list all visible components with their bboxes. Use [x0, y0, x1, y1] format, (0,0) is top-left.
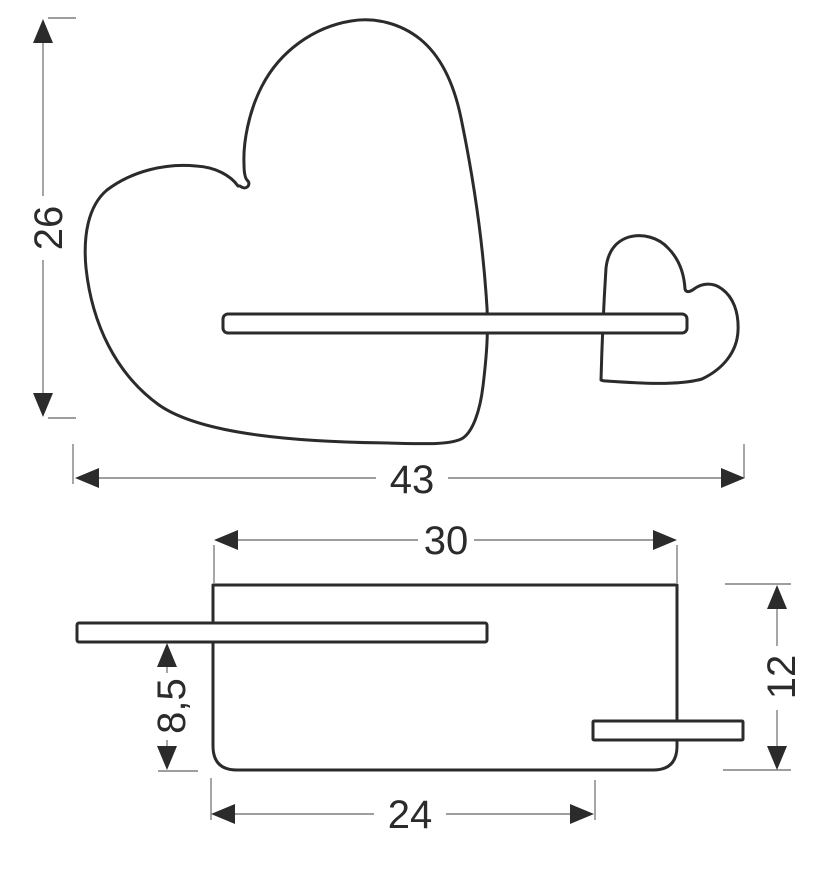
lamp-body-outline [211, 583, 679, 772]
dim-label-43: 43 [390, 458, 435, 502]
dim-bottom-width-24: 24 [210, 778, 596, 837]
mount-bar-side [591, 719, 745, 742]
dim-label-8-5: 8,5 [150, 678, 194, 734]
dim-shelf-offset-8-5: 8,5 [150, 643, 198, 772]
large-heart-outline [83, 18, 489, 446]
dim-height-26: 26 [27, 17, 76, 419]
dim-width-43: 43 [72, 444, 745, 502]
arrow-up-icon [33, 19, 53, 43]
arrow-up-icon [157, 643, 177, 667]
arrow-right-icon [721, 468, 745, 488]
small-heart-outline [599, 234, 740, 385]
dim-top-width-30: 30 [213, 519, 678, 583]
arrow-up-icon [767, 585, 787, 609]
arrow-right-icon [570, 804, 594, 824]
dim-label-26: 26 [27, 206, 71, 251]
front-view: 26 43 [27, 17, 745, 502]
dim-label-12: 12 [760, 655, 804, 700]
shelf-bar-front [221, 312, 689, 335]
arrow-left-icon [214, 530, 238, 550]
arrow-down-icon [33, 393, 53, 417]
arrow-right-icon [653, 530, 677, 550]
dim-height-12: 12 [723, 583, 804, 771]
arrow-down-icon [157, 746, 177, 770]
arrow-left-icon [75, 468, 99, 488]
arrow-down-icon [767, 746, 787, 770]
shelf-bar-side [75, 621, 489, 644]
side-view: 30 12 8,5 24 [75, 519, 804, 837]
dim-label-30: 30 [424, 519, 469, 563]
dim-label-24: 24 [388, 793, 433, 837]
arrow-left-icon [211, 804, 235, 824]
